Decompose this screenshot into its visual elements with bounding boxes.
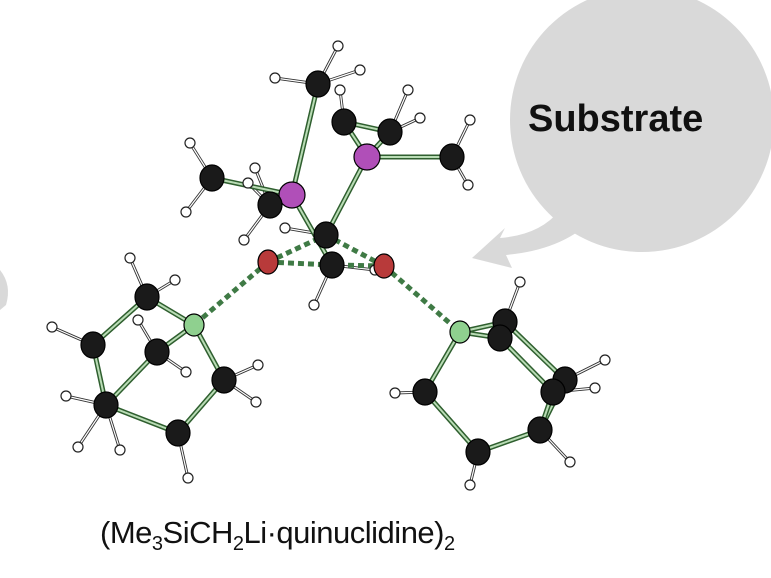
speech-bubble [0,0,771,310]
substrate-label: Substrate [528,98,704,140]
lithium-atom [373,253,395,279]
hydrogen-atom [184,137,196,149]
carbon-atom [144,338,170,366]
caption-subscript: 2 [232,533,244,555]
hydrogen-atom [269,72,281,84]
hydrogen-atom [250,396,262,408]
carbon-atom [439,143,465,171]
hydrogen-atom [252,359,264,371]
nitrogen-atom [449,320,471,344]
carbon-atom [305,70,331,98]
molecule-caption: (Me3SiCH2Li·quinuclidine)2 [100,515,455,556]
hydrogen-atom [46,321,58,333]
hydrogen-atom [564,456,576,468]
carbon-atom [331,108,357,136]
carbon-atom [465,438,491,466]
hydrogen-atom [589,382,601,394]
hydrogen-atom [334,84,346,96]
carbon-atom [540,378,566,406]
caption-subscript: 3 [151,533,163,555]
carbon-atom [93,391,119,419]
hydrogen-atom [249,162,261,174]
hydrogen-atom [132,314,144,326]
hydrogen-atom [182,472,194,484]
bond-inner [105,404,179,434]
carbon-atom [412,378,438,406]
carbon-atom [313,221,339,249]
hydrogen-atom [114,444,126,456]
bond-inner [325,156,368,236]
silicon-atom [353,143,381,171]
hydrogen-atom [462,179,474,191]
bond-inner [424,391,479,453]
hydrogen-atom [308,299,320,311]
hydrogen-atom [389,387,401,399]
nitrogen-atom [183,313,205,337]
coordination-bond [192,260,270,327]
carbon-atom [80,331,106,359]
hydrogen-atom [464,114,476,126]
caption-part: SiCH [162,515,234,550]
hydrogen-atom [464,479,476,491]
hydrogen-atom [354,64,366,76]
hydrogen-atom [514,276,526,288]
lithium-atom [257,249,279,275]
hydrogen-atom [180,366,192,378]
carbon-atom [319,251,345,279]
hydrogen-atom [60,390,72,402]
hydrogen-atom [72,441,84,453]
carbon-atom [377,118,403,146]
hydrogen-atom [414,112,426,124]
hydrogen-atom [180,206,192,218]
hydrogen-atom [332,40,344,52]
carbon-atom [487,324,513,352]
silicon-atom [278,181,306,209]
hydrogen-atom [238,234,250,246]
carbon-atom [165,419,191,447]
coordination-bond [382,264,462,334]
hydrogen-atom [402,84,414,96]
carbon-atom [199,164,225,192]
caption-part: Li·quinuclidine) [243,515,444,550]
hydrogen-atom [124,252,136,264]
atoms [46,40,611,491]
carbon-atom [257,191,283,219]
carbon-atom [211,366,237,394]
hydrogen-atom [599,354,611,366]
bond-inner [504,321,566,381]
carbon-atom [527,416,553,444]
caption-part: (Me [100,515,152,550]
hydrogen-atom [279,222,291,234]
bond-inner [291,83,319,196]
carbon-atom [134,283,160,311]
hydrogen-atom [242,177,254,189]
hydrogen-atom [169,274,181,286]
caption-subscript: 2 [444,533,455,555]
